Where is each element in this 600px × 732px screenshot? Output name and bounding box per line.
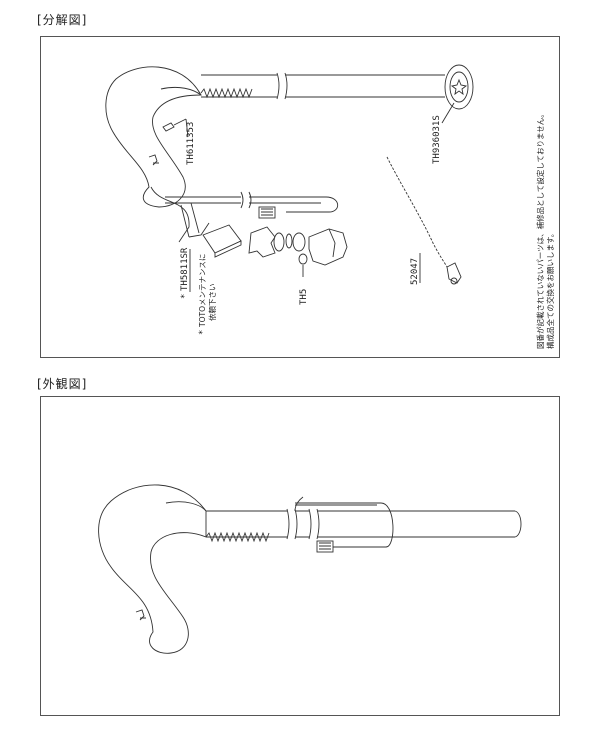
cap-assembly-icon: [444, 64, 474, 110]
nut-icon: [308, 228, 348, 266]
cable-icon: [150, 186, 241, 243]
maintenance-note-line2: 依頼下さい: [207, 284, 217, 322]
side-note-line1: 図番が記載されていないパーツは、補修品として設定しておりません。: [535, 110, 545, 349]
exterior-cable-icon: [295, 502, 394, 548]
exterior-view-title: [外観図]: [37, 377, 88, 391]
exterior-view-panel: [40, 396, 560, 716]
spring-icon: [200, 87, 253, 99]
exterior-pipe-icon: [206, 510, 287, 538]
label-th5: TH5: [299, 289, 309, 305]
pipe-icon: [201, 74, 277, 98]
asterisk-th5811sr: *: [180, 294, 190, 299]
side-note-line2: 構成品全ての交換をお願いします。: [545, 230, 555, 349]
label-th936031s: TH936031S: [432, 115, 442, 164]
body-unit-icon: [202, 224, 242, 254]
asterisk-note: *: [198, 330, 208, 335]
connector-icon: [258, 206, 276, 219]
exploded-view-drawing: TH936031S TH611353 TH5 * TH5811SR: [105, 64, 555, 349]
exterior-connector-icon: [316, 540, 334, 553]
exploded-view-title: [分解図]: [37, 13, 88, 27]
chain-icon: [386, 156, 452, 274]
hand-icon: [148, 154, 159, 166]
exterior-view-drawing: [98, 484, 522, 654]
label-th5811sr: TH5811SR: [180, 247, 190, 291]
valve-fitting-icon: [248, 226, 276, 258]
small-screw-icon: [162, 118, 187, 132]
label-th611353: TH611353: [186, 122, 196, 165]
exterior-hand-icon: [135, 609, 146, 621]
exploded-view-panel: TH936031S TH611353 TH5 * TH5811SR: [40, 36, 560, 358]
exterior-spout-head-icon: [98, 484, 207, 654]
spout-head-icon: [105, 66, 202, 208]
label-52047: 52047: [410, 258, 420, 285]
maintenance-note-line1: TOTOメンテナンスに: [198, 254, 207, 328]
